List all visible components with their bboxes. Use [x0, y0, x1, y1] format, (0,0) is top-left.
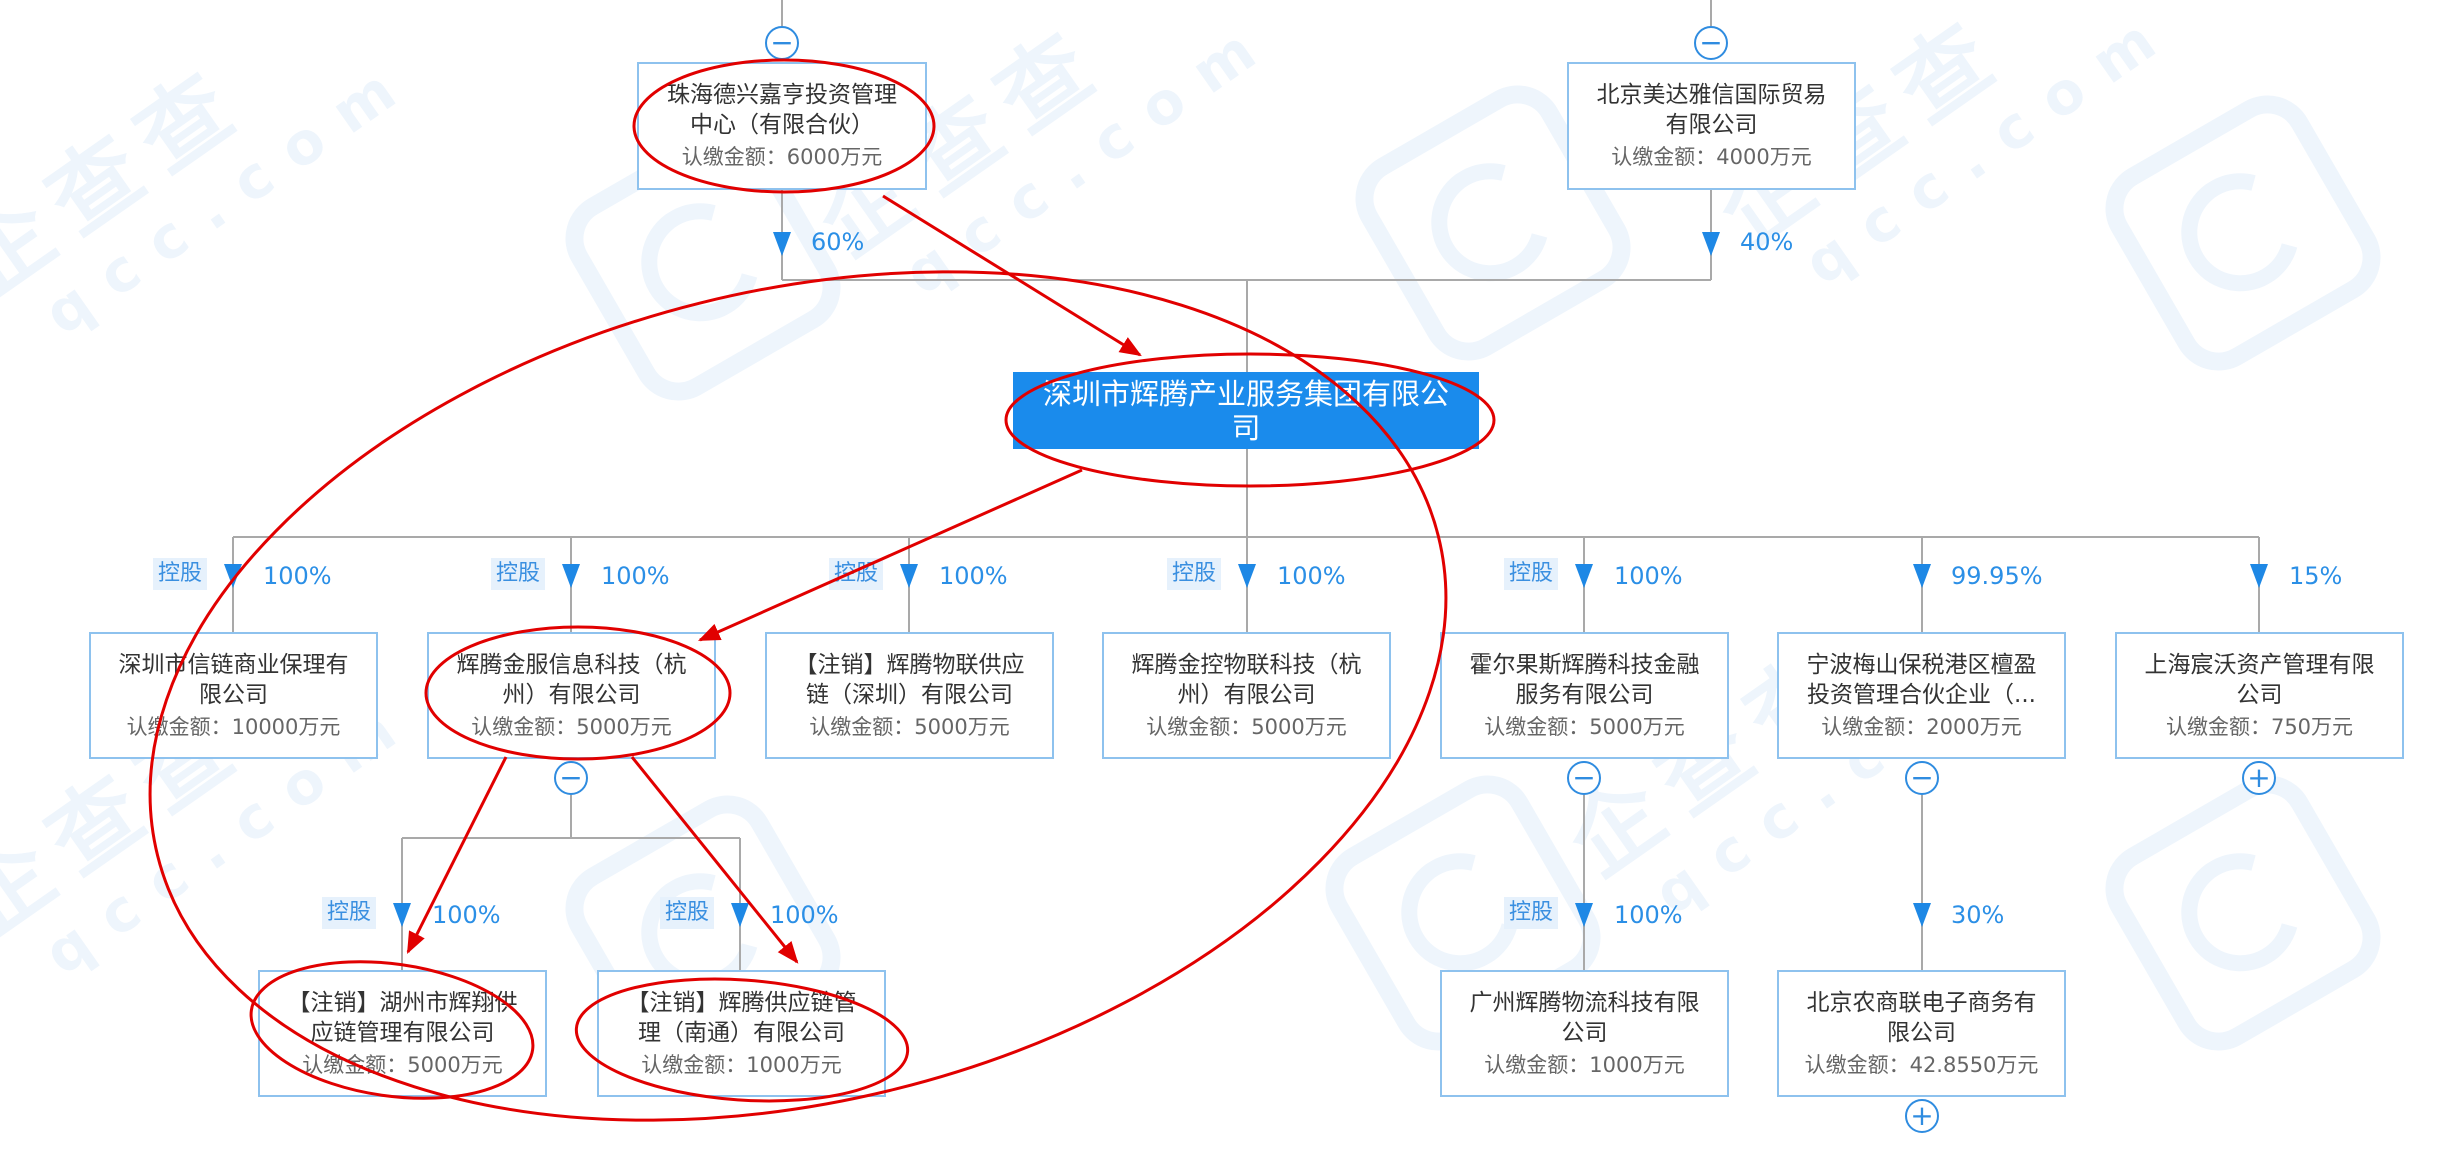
- sub-investment-node[interactable]: 北京农商联电子商务有 限公司 认缴金额：42.8550万元: [1777, 970, 2066, 1097]
- expand-toggle[interactable]: +: [2242, 761, 2276, 795]
- minus-circle-icon: −: [770, 26, 794, 59]
- company-name: 限公司: [1887, 1019, 1956, 1046]
- company-name: 州）有限公司: [1177, 681, 1316, 708]
- collapse-toggle[interactable]: −: [1694, 26, 1728, 60]
- collapse-toggle[interactable]: −: [554, 761, 588, 795]
- subscribed-amount: 认缴金额：5000万元: [1484, 714, 1685, 739]
- share-percent: 60%: [811, 228, 865, 256]
- share-percent: 40%: [1740, 228, 1794, 256]
- subscribed-amount: 认缴金额：5000万元: [471, 714, 672, 739]
- share-percent: 100%: [263, 562, 332, 590]
- subscribed-amount: 认缴金额：2000万元: [1821, 714, 2022, 739]
- company-name: 公司: [1561, 1019, 1608, 1046]
- company-name: 辉腾金控物联科技（杭: [1131, 651, 1362, 678]
- share-percent: 99.95%: [1951, 562, 2043, 590]
- holding-badge: 控股: [1167, 558, 1222, 590]
- plus-circle-icon: +: [1910, 1099, 1934, 1132]
- root-company-node[interactable]: 深圳市辉腾产业服务集团有限公司: [1013, 372, 1479, 449]
- subscribed-amount: 认缴金额：5000万元: [1146, 714, 1347, 739]
- holding-badge: 控股: [322, 897, 377, 929]
- holding-badge: 控股: [660, 897, 715, 929]
- company-name: 服务有限公司: [1515, 681, 1654, 708]
- share-percent: 100%: [1277, 562, 1346, 590]
- company-name: 【注销】辉腾供应链管: [626, 989, 857, 1016]
- investment-node[interactable]: 深圳市信链商业保理有 限公司 认缴金额：10000万元: [89, 632, 378, 759]
- share-percent: 100%: [1614, 562, 1683, 590]
- holding-badge: 控股: [491, 558, 546, 590]
- company-name: 北京美达雅信国际贸易: [1596, 82, 1827, 108]
- subscribed-amount: 认缴金额：1000万元: [641, 1052, 842, 1077]
- shareholder-node[interactable]: 珠海德兴嘉亨投资管理 中心（有限合伙） 认缴金额：6000万元: [637, 62, 927, 190]
- company-name: 【注销】湖州市辉翔供: [287, 989, 518, 1016]
- subscribed-amount: 认缴金额：5000万元: [809, 714, 1010, 739]
- company-name: 应链管理有限公司: [310, 1019, 495, 1046]
- sub-investment-node[interactable]: 广州辉腾物流科技有限 公司 认缴金额：1000万元: [1440, 970, 1729, 1097]
- share-percent: 100%: [601, 562, 670, 590]
- subscribed-amount: 认缴金额：10000万元: [126, 714, 341, 739]
- subscribed-amount: 认缴金额：6000万元: [681, 145, 883, 169]
- company-name: 中心（有限合伙）: [690, 112, 874, 138]
- investment-node[interactable]: 辉腾金控物联科技（杭 州）有限公司 认缴金额：5000万元: [1102, 632, 1391, 759]
- root-company-name: 深圳市辉腾产业服务集团有限公司: [1042, 376, 1449, 445]
- company-name: 限公司: [199, 681, 268, 708]
- subscribed-amount: 认缴金额：750万元: [2165, 714, 2354, 739]
- company-name: 宁波梅山保税港区檀盈: [1806, 651, 2037, 678]
- company-name: 深圳市信链商业保理有: [118, 651, 349, 678]
- investment-node[interactable]: 【注销】辉腾物联供应 链（深圳）有限公司 认缴金额：5000万元: [765, 632, 1054, 759]
- collapse-toggle[interactable]: −: [1567, 761, 1601, 795]
- sub-investment-node[interactable]: 【注销】湖州市辉翔供 应链管理有限公司 认缴金额：5000万元: [258, 970, 547, 1097]
- company-name: 霍尔果斯辉腾科技金融: [1469, 651, 1700, 678]
- holding-badge: 控股: [829, 558, 884, 590]
- investment-node[interactable]: 宁波梅山保税港区檀盈 投资管理合伙企业（... 认缴金额：2000万元: [1777, 632, 2066, 759]
- share-percent: 100%: [432, 901, 501, 929]
- holding-badge: 控股: [1504, 558, 1559, 590]
- company-name: 链（深圳）有限公司: [806, 681, 1013, 708]
- company-name: 【注销】辉腾物联供应: [794, 651, 1025, 678]
- company-name: 有限公司: [1665, 112, 1758, 138]
- company-name: 投资管理合伙企业（...: [1807, 681, 2036, 708]
- company-name: 公司: [2236, 681, 2283, 708]
- company-name: 北京农商联电子商务有: [1806, 989, 2037, 1016]
- collapse-toggle[interactable]: −: [765, 26, 799, 60]
- minus-circle-icon: −: [1699, 26, 1723, 59]
- share-percent: 15%: [2289, 562, 2343, 590]
- company-name: 州）有限公司: [502, 681, 641, 708]
- collapse-toggle[interactable]: −: [1905, 761, 1939, 795]
- holding-badge: 控股: [153, 558, 208, 590]
- plus-circle-icon: +: [2247, 761, 2271, 794]
- sub-investment-node[interactable]: 【注销】辉腾供应链管 理（南通）有限公司 认缴金额：1000万元: [597, 970, 886, 1097]
- minus-circle-icon: −: [559, 761, 583, 794]
- company-name: 广州辉腾物流科技有限: [1469, 989, 1700, 1016]
- expand-toggle[interactable]: +: [1905, 1099, 1939, 1133]
- subscribed-amount: 认缴金额：1000万元: [1484, 1052, 1685, 1077]
- holding-badge: 控股: [1504, 897, 1559, 929]
- subscribed-amount: 认缴金额：42.8550万元: [1804, 1052, 2039, 1077]
- company-name: 上海宸沃资产管理有限: [2144, 651, 2375, 678]
- minus-circle-icon: −: [1572, 761, 1596, 794]
- subscribed-amount: 认缴金额：5000万元: [302, 1052, 503, 1077]
- investment-node[interactable]: 辉腾金服信息科技（杭 州）有限公司 认缴金额：5000万元: [427, 632, 716, 759]
- minus-circle-icon: −: [1910, 761, 1934, 794]
- company-name: 理（南通）有限公司: [638, 1019, 845, 1046]
- share-percent: 100%: [1614, 901, 1683, 929]
- share-percent: 100%: [770, 901, 839, 929]
- company-name: 珠海德兴嘉亨投资管理: [667, 82, 897, 108]
- investment-node[interactable]: 霍尔果斯辉腾科技金融 服务有限公司 认缴金额：5000万元: [1440, 632, 1729, 759]
- company-name: 辉腾金服信息科技（杭: [456, 651, 687, 678]
- subscribed-amount: 认缴金额：4000万元: [1611, 145, 1812, 169]
- shareholder-node[interactable]: 北京美达雅信国际贸易 有限公司 认缴金额：4000万元: [1567, 62, 1856, 190]
- share-percent: 30%: [1951, 901, 2005, 929]
- share-percent: 100%: [939, 562, 1008, 590]
- investment-node[interactable]: 上海宸沃资产管理有限 公司 认缴金额：750万元: [2115, 632, 2404, 759]
